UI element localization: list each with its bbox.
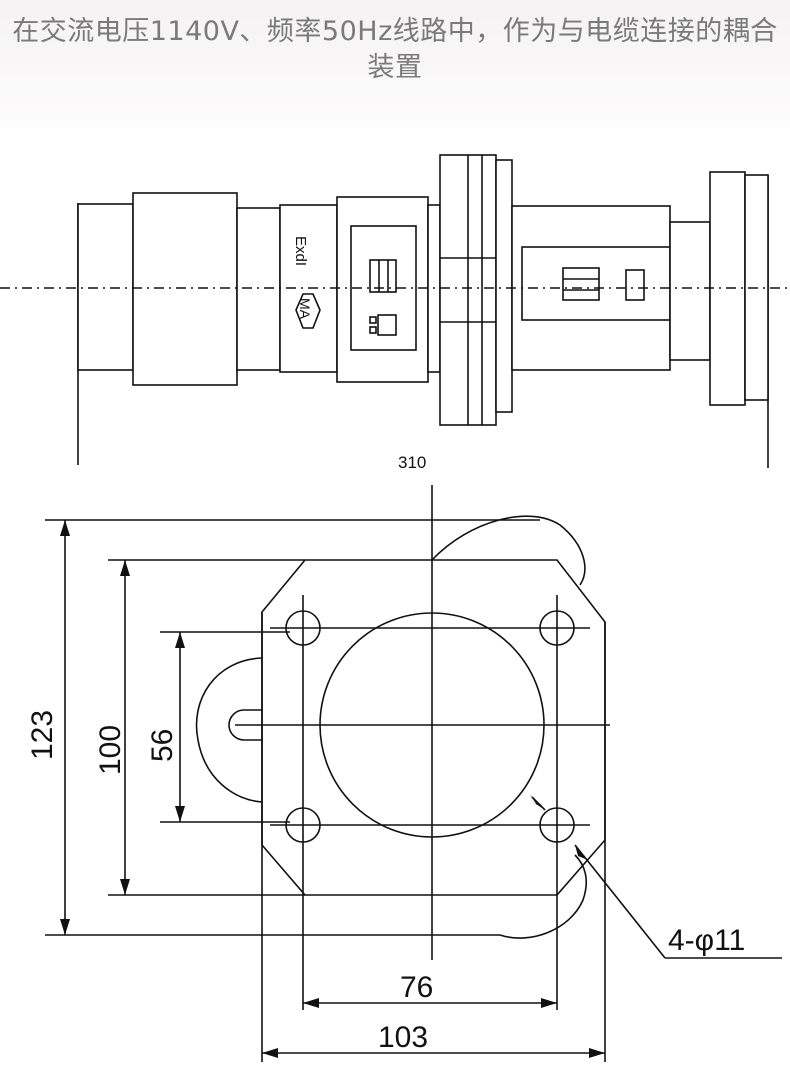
- svg-text:76: 76: [400, 971, 433, 1004]
- dimension-103: 103: [262, 1021, 605, 1058]
- connector-icon: [377, 314, 397, 336]
- rear-neck: [669, 221, 711, 361]
- socket-window: [521, 246, 671, 321]
- left-lobe: [195, 657, 263, 803]
- terminal-block-icon: [369, 259, 397, 293]
- flange-plate: [261, 559, 606, 896]
- header-banner: 在交流电压1140V、频率50Hz线路中，作为与电缆连接的耦合装置: [0, 0, 790, 128]
- svg-text:56: 56: [146, 729, 179, 762]
- plug-body: [132, 192, 238, 386]
- dimension-76: 76: [303, 971, 557, 1008]
- terminal-icon: [562, 267, 600, 301]
- dimension-56: 56: [146, 632, 185, 822]
- flange-ring: [495, 159, 513, 413]
- side-view: ExdI MA 310: [0, 154, 790, 472]
- svg-text:100: 100: [94, 725, 127, 775]
- socket-connector-icon: [625, 269, 645, 301]
- ma-badge-outline: [295, 293, 321, 329]
- top-lobe: [431, 515, 586, 586]
- svg-text:123: 123: [26, 710, 59, 760]
- ma-marking: MA: [297, 298, 313, 320]
- length-dimension: 310: [398, 453, 426, 472]
- hole-callout: 4-φ11: [530, 795, 782, 959]
- dimension-123: 123: [26, 520, 70, 935]
- svg-text:4-φ11: 4-φ11: [668, 924, 745, 957]
- bottom-lobe: [499, 854, 587, 939]
- svg-text:103: 103: [378, 1021, 428, 1054]
- neck-section: [236, 207, 281, 371]
- end-cap: [77, 203, 134, 371]
- front-view: 123 100 56 76 103 4-φ11: [26, 485, 782, 1062]
- dimension-100: 100: [94, 560, 130, 895]
- key-slot: [228, 709, 262, 741]
- page-title: 在交流电压1140V、频率50Hz线路中，作为与电缆连接的耦合装置: [12, 16, 778, 83]
- exd-marking: ExdI: [292, 236, 309, 266]
